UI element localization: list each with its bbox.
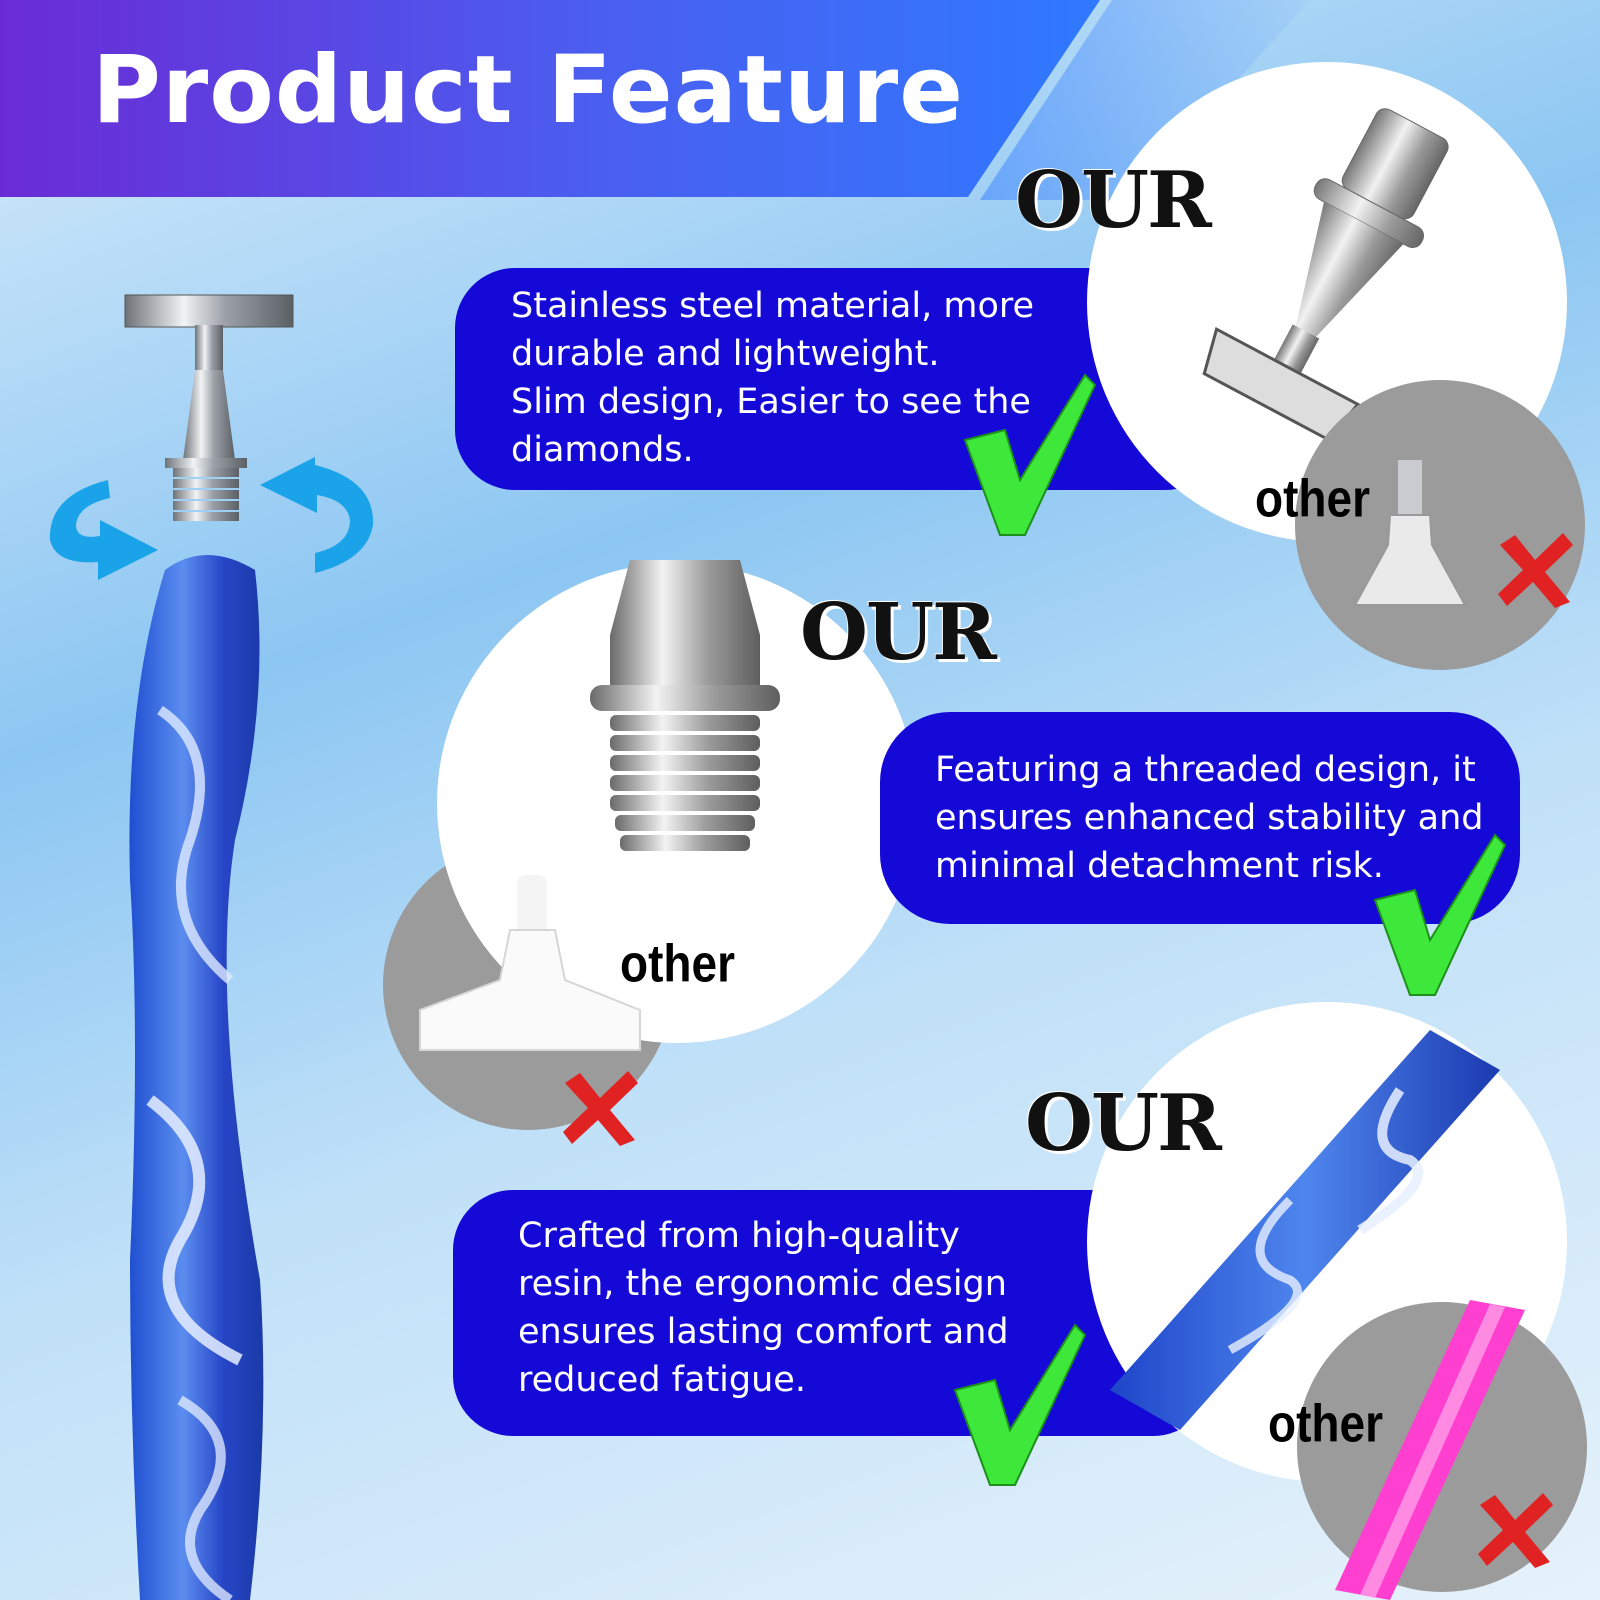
feature-1-text: Stainless steel material, more durable a… <box>511 282 1071 474</box>
feature-2-line-2: ensures enhanced stability and <box>935 798 1484 838</box>
rotate-arrow-right-icon <box>260 457 374 573</box>
feature-1-our-label: OUR <box>1015 155 1212 246</box>
pink-handle-icon <box>1335 1300 1525 1600</box>
rotate-arrow-left-icon <box>49 480 158 580</box>
feature-1-other-circle <box>1295 380 1585 670</box>
cross-icon <box>563 1071 638 1146</box>
feature-3-text: Crafted from high-quality resin, the erg… <box>518 1212 1058 1404</box>
feature-3-line-4: reduced fatigue. <box>518 1360 806 1400</box>
feature-3-our-label: OUR <box>1025 1078 1222 1169</box>
pen-handle-icon <box>129 555 264 1600</box>
feature-1-line-4: diamonds. <box>511 430 694 470</box>
header-banner <box>0 0 1100 197</box>
feature-1-line-1: Stainless steel material, more <box>511 286 1035 326</box>
feature-2-text: Featuring a threaded design, it ensures … <box>935 746 1515 890</box>
metal-tip-icon <box>1202 108 1449 442</box>
plastic-tip-icon <box>419 875 641 1051</box>
feature-3-line-1: Crafted from high-quality <box>518 1216 960 1256</box>
plastic-tip-icon <box>1353 460 1467 606</box>
feature-3-panel: Crafted from high-quality resin, the erg… <box>453 1190 1213 1436</box>
page-title: Product Feature <box>92 36 964 145</box>
feature-2-other-label: other <box>620 933 735 993</box>
feature-2-line-3: minimal detachment risk. <box>935 846 1384 886</box>
threaded-connector-icon <box>590 560 780 851</box>
feature-2-line-1: Featuring a threaded design, it <box>935 750 1476 790</box>
feature-2-our-label: OUR <box>800 587 997 678</box>
feature-1-other-label: other <box>1255 468 1370 528</box>
feature-1-panel: Stainless steel material, more durable a… <box>455 268 1225 490</box>
check-icon <box>963 373 1097 536</box>
cross-icon <box>1498 533 1573 608</box>
feature-3-line-3: ensures lasting comfort and <box>518 1312 1009 1352</box>
pen-illustration <box>124 294 294 1600</box>
resin-handle-icon <box>1110 1030 1500 1430</box>
feature-3-line-2: resin, the ergonomic design <box>518 1264 1007 1304</box>
feature-1-line-2: durable and lightweight. <box>511 334 940 374</box>
check-icon <box>1373 833 1507 996</box>
feature-1-line-3: Slim design, Easier to see the <box>511 382 1031 422</box>
check-icon <box>953 1323 1087 1486</box>
pen-tip-icon <box>124 294 294 521</box>
cross-icon <box>1478 1493 1553 1568</box>
feature-3-other-label: other <box>1268 1393 1383 1453</box>
feature-2-panel: Featuring a threaded design, it ensures … <box>880 712 1520 924</box>
